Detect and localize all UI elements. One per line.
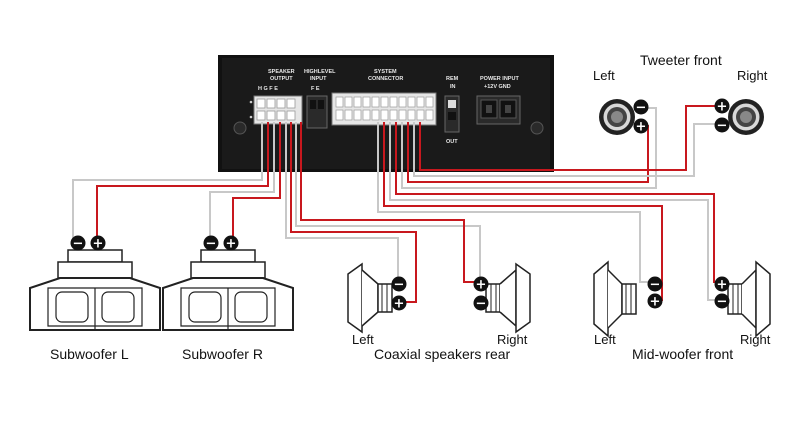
- plus-sign: +: [636, 120, 647, 135]
- mid-right-negative-terminal: −: [714, 293, 730, 310]
- minus-sign: −: [717, 295, 728, 310]
- coax-right-label: Right: [497, 332, 528, 347]
- plus-sign: +: [717, 278, 728, 293]
- tweeter-front-title: Tweeter front: [640, 52, 722, 68]
- coax-right-negative-terminal: −: [473, 295, 489, 312]
- tweeter-right-positive-terminal: +: [714, 98, 730, 115]
- speaker-output-label-1: SPEAKER: [268, 69, 295, 75]
- rem-in-label: IN: [450, 84, 456, 90]
- subwoofer-l-label: Subwoofer L: [50, 346, 129, 362]
- minus-sign: −: [394, 278, 405, 293]
- system-connector-label-1: SYSTEM: [374, 69, 397, 75]
- power-input-label: POWER INPUT: [480, 76, 519, 82]
- mid-woofer-right: [727, 260, 771, 338]
- wire-sub-r-negative: [209, 122, 275, 240]
- coaxial-speaker-left: [347, 262, 393, 334]
- minus-sign: −: [717, 119, 728, 134]
- wire-tweeter-left-negative: [401, 107, 657, 189]
- coax-title-label: Coaxial speakers rear: [374, 346, 511, 362]
- mid-left-label: Left: [594, 332, 616, 347]
- tweeter-right-label: Right: [737, 68, 768, 83]
- tweeter-left: [599, 99, 635, 135]
- plus-sign: +: [394, 297, 405, 312]
- wire-tweeter-right-positive: [419, 105, 722, 171]
- wire-coax-left-positive: [290, 122, 417, 303]
- minus-sign: −: [73, 237, 84, 252]
- plus-sign: +: [650, 295, 661, 310]
- mount-screw-left: [233, 121, 247, 135]
- wire-sub-l-positive: [96, 122, 269, 240]
- tweeter-left-negative-terminal: −: [633, 99, 649, 116]
- amplifier-unit: SPEAKER OUTPUT H G F E HIGHLEVEL INPUT F…: [218, 55, 554, 172]
- wire-tweeter-right-negative: [413, 122, 722, 177]
- mid-left-negative-terminal: −: [647, 276, 663, 293]
- mid-woofer-left: [593, 260, 637, 338]
- rem-out-label: OUT: [446, 139, 458, 145]
- speaker-output-label-2: OUTPUT: [270, 76, 293, 82]
- wire-sub-r-positive: [232, 122, 281, 240]
- subwoofer-right: [162, 249, 294, 331]
- wire-coax-right-negative: [295, 122, 481, 288]
- wire-mid-right-negative: [389, 122, 722, 301]
- wire-coax-right-positive: [300, 122, 480, 283]
- coaxial-speaker-right: [485, 262, 531, 334]
- highlevel-label-1: HIGHLEVEL: [304, 69, 336, 75]
- minus-sign: −: [206, 237, 217, 252]
- sub-l-positive-terminal: +: [90, 235, 106, 252]
- mid-right-label: Right: [740, 332, 771, 347]
- coax-right-positive-terminal: +: [473, 276, 489, 293]
- tweeter-right-negative-terminal: −: [714, 117, 730, 134]
- plus-sign: +: [717, 100, 728, 115]
- terminal-group: −+−+−++−−++−−++−: [70, 98, 730, 312]
- subwoofer-left: [29, 249, 161, 331]
- mid-left-positive-terminal: +: [647, 293, 663, 310]
- sub-r-negative-terminal: −: [203, 235, 219, 252]
- sub-l-negative-terminal: −: [70, 235, 86, 252]
- plus-sign: +: [476, 278, 487, 293]
- minus-sign: −: [476, 297, 487, 312]
- tweeter-right: [728, 99, 764, 135]
- subwoofer-r-label: Subwoofer R: [182, 346, 263, 362]
- plus-sign: +: [93, 237, 104, 252]
- highlevel-pins: F E: [311, 86, 320, 92]
- sub-r-positive-terminal: +: [223, 235, 239, 252]
- minus-sign: −: [636, 101, 647, 116]
- coax-left-negative-terminal: −: [391, 276, 407, 293]
- tweeter-left-label: Left: [593, 68, 615, 83]
- power-input-pins: +12V GND: [484, 84, 511, 90]
- mid-title-label: Mid-woofer front: [632, 346, 734, 362]
- mount-screw-right: [530, 121, 544, 135]
- plus-sign: +: [226, 237, 237, 252]
- wire-coax-left-negative: [285, 122, 399, 283]
- wire-mid-left-negative: [377, 122, 656, 283]
- rem-label: REM: [446, 76, 459, 82]
- highlevel-label-2: INPUT: [310, 76, 327, 82]
- speaker-output-pins: H G F E: [258, 86, 278, 92]
- tweeter-left-positive-terminal: +: [633, 118, 649, 135]
- system-connector-label-2: CONNECTOR: [368, 76, 403, 82]
- coax-left-label: Left: [352, 332, 374, 347]
- coax-left-positive-terminal: +: [391, 295, 407, 312]
- minus-sign: −: [650, 278, 661, 293]
- mid-right-positive-terminal: +: [714, 276, 730, 293]
- wire-sub-l-negative: [72, 122, 263, 240]
